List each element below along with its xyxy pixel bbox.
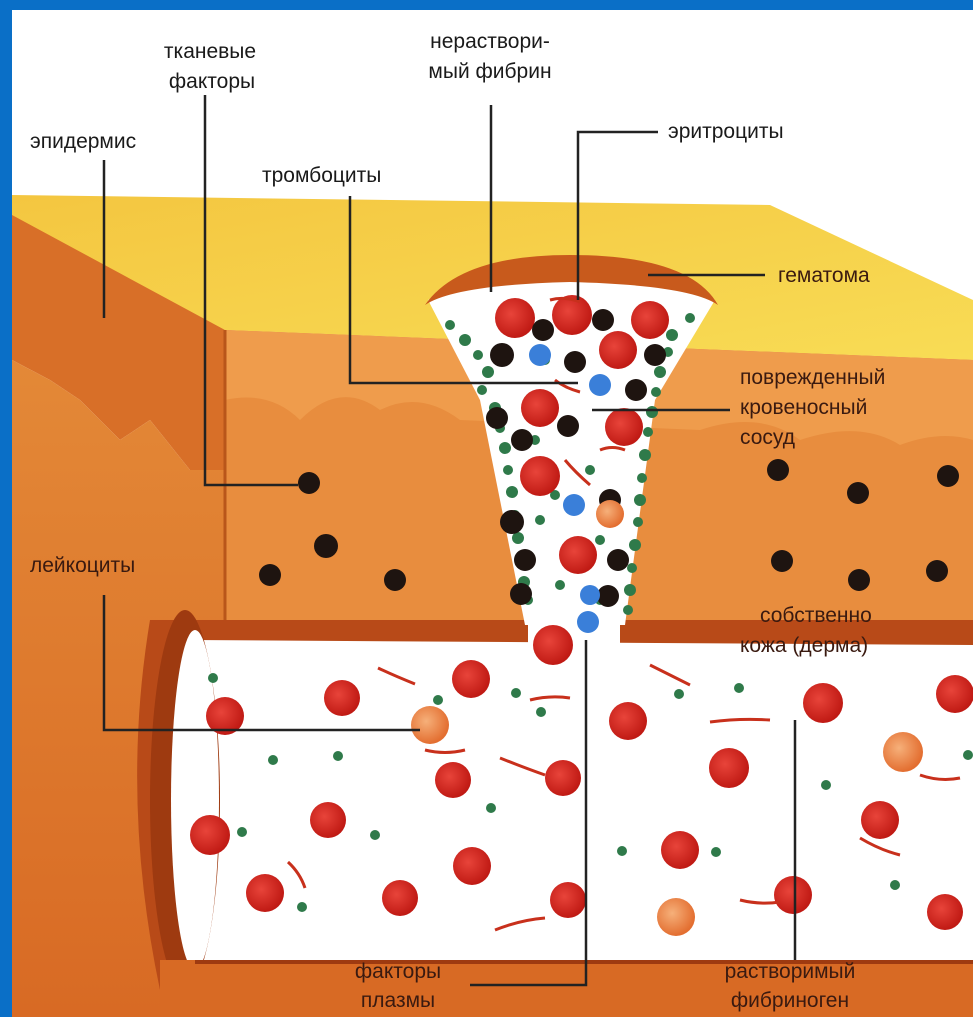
diagram-frame: тканевые факторы нераствори- мый фибрин …	[12, 10, 973, 1017]
svg-text:эпидермис: эпидермис	[30, 130, 136, 153]
label-erythrocytes: эритроциты	[668, 120, 784, 143]
label-tissue-factors-line1: тканевые	[164, 40, 256, 63]
skin-wound-diagram: тканевые факторы нераствори- мый фибрин …	[12, 10, 973, 1017]
svg-text:поврежденный: поврежденный	[740, 366, 885, 389]
label-dermis-line2: кожа (дерма)	[740, 634, 868, 657]
label-leukocytes: лейкоциты	[30, 554, 135, 577]
svg-text:гематома: гематома	[778, 264, 870, 287]
leukocyte-in-channel	[596, 500, 624, 528]
svg-text:лейкоциты: лейкоциты	[30, 554, 135, 577]
label-insoluble-fibrin-line1: нераствори-	[430, 30, 550, 53]
svg-text:плазмы: плазмы	[361, 989, 435, 1012]
label-epidermis: эпидермис	[30, 130, 136, 153]
label-dermis-line1: собственно	[760, 604, 872, 627]
svg-text:собственно: собственно	[760, 604, 872, 627]
svg-text:кровеносный: кровеносный	[740, 396, 867, 419]
label-soluble-fibrinogen-line2: фибриноген	[731, 989, 849, 1012]
svg-text:факторы: факторы	[355, 960, 441, 983]
svg-text:фибриноген: фибриноген	[731, 989, 849, 1012]
svg-text:растворимый: растворимый	[725, 960, 856, 983]
label-damaged-vessel-line3: сосуд	[740, 426, 795, 449]
label-plasma-factors-line1: факторы	[355, 960, 441, 983]
svg-text:мый фибрин: мый фибрин	[428, 60, 551, 83]
label-soluble-fibrinogen-line1: растворимый	[725, 960, 856, 983]
svg-text:нераствори-: нераствори-	[430, 30, 550, 53]
svg-text:тромбоциты: тромбоциты	[262, 164, 381, 187]
label-hematoma: гематома	[778, 264, 870, 287]
label-thrombocytes: тромбоциты	[262, 164, 381, 187]
svg-text:тканевые: тканевые	[164, 40, 256, 63]
label-damaged-vessel-line2: кровеносный	[740, 396, 867, 419]
svg-text:кожа (дерма): кожа (дерма)	[740, 634, 868, 657]
label-damaged-vessel-line1: поврежденный	[740, 366, 885, 389]
label-tissue-factors-line2: факторы	[169, 70, 255, 93]
svg-text:эритроциты: эритроциты	[668, 120, 784, 143]
label-plasma-factors-line2: плазмы	[361, 989, 435, 1012]
svg-text:сосуд: сосуд	[740, 426, 795, 449]
svg-text:факторы: факторы	[169, 70, 255, 93]
label-insoluble-fibrin-line2: мый фибрин	[428, 60, 551, 83]
